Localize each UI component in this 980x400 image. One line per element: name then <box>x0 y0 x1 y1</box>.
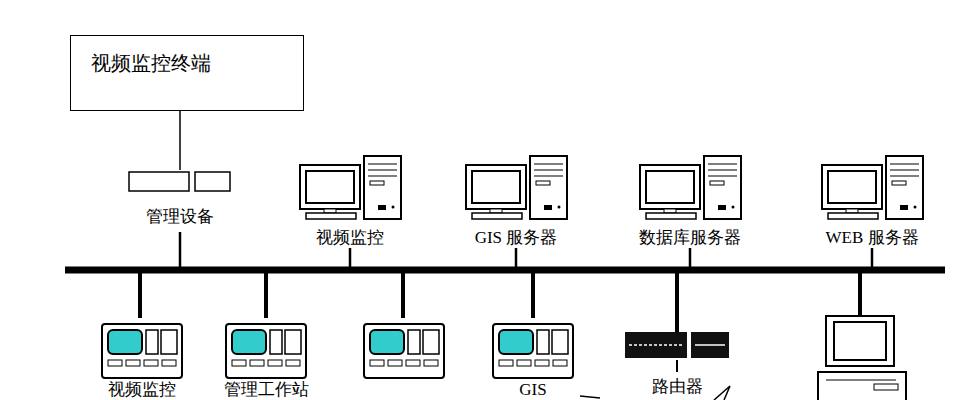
device-label: 视频监控 <box>89 381 195 400</box>
device-label: WEB 服务器 <box>804 229 940 248</box>
device-label: 路由器 <box>614 378 740 397</box>
drop-lines <box>140 270 860 332</box>
router-icon <box>625 328 729 360</box>
terminal-icon <box>489 316 577 380</box>
gis-server: GIS 服务器 <box>450 155 582 248</box>
database-server: 数据库服务器 <box>622 155 758 248</box>
terminal-box: 视频监控终端 <box>70 35 304 111</box>
pc-icon <box>298 155 403 221</box>
device-label: 管理设备 <box>124 208 236 227</box>
terminal-icon <box>222 316 310 380</box>
device-label: GIS <box>480 381 586 400</box>
pc-icon <box>464 155 569 221</box>
router: 路由器 <box>614 328 740 397</box>
device-label: 视频监控 <box>287 229 413 248</box>
terminal-icon <box>364 324 444 378</box>
management-workstation: 管理工作站 <box>213 316 319 400</box>
gis-terminal: GIS <box>480 316 586 400</box>
drop-lines <box>676 360 678 372</box>
arrow-mark <box>580 396 600 398</box>
web-server: WEB 服务器 <box>804 155 940 248</box>
management-device-icon <box>127 170 233 194</box>
connector-line <box>179 111 181 170</box>
management-device: 管理设备 <box>124 170 236 227</box>
device-label: GIS 服务器 <box>450 229 582 248</box>
lightning-mark <box>714 386 730 400</box>
node-title: 视频监控终端 <box>71 36 303 77</box>
terminal-icon <box>98 316 186 380</box>
video-monitor-terminal: 视频监控 <box>89 316 195 400</box>
pc-icon <box>818 316 906 400</box>
pc-icon <box>638 155 743 221</box>
network-bus <box>65 267 945 274</box>
pc-icon <box>820 155 925 221</box>
device-label: 管理工作站 <box>213 381 319 400</box>
device-label: 数据库服务器 <box>622 229 758 248</box>
video-monitor-pc: 视频监控 <box>287 155 413 248</box>
